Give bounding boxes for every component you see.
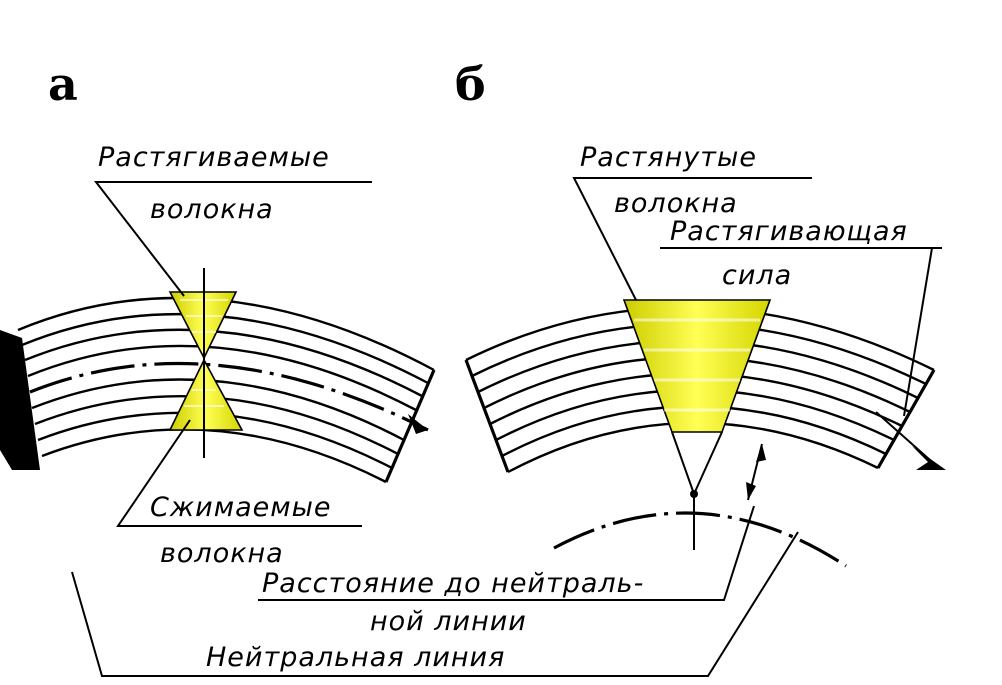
label-stretched-fibers-b-line2: волокна — [614, 188, 738, 219]
label-distance-line1: Расстояние до нейтраль- — [262, 568, 644, 599]
label-stretched-fibers-a-line1: Растягиваемые — [98, 142, 330, 173]
label-compressed-fibers-line2: волокна — [160, 538, 284, 569]
panel-b-stretched-wedge — [622, 299, 772, 550]
leader-stretched-a — [93, 181, 372, 297]
leader-stretched-b — [572, 177, 812, 301]
label-tensile-force-line1: Растягивающая — [670, 216, 908, 247]
label-distance-line2: ной линии — [370, 606, 527, 637]
label-tensile-force-line2: сила — [722, 260, 792, 291]
panel-a-neutral-line — [29, 361, 429, 432]
panel-b-neutral-line — [553, 511, 847, 568]
label-compressed-fibers-line1: Сжимаемые — [150, 492, 332, 523]
distance-dimension — [746, 443, 766, 501]
leader-neutral-line — [71, 531, 799, 677]
label-neutral-line: Нейтральная линия — [206, 642, 505, 673]
panel-b-label: б — [455, 57, 486, 111]
leader-compressed — [116, 419, 362, 527]
panel-a-label: а — [48, 57, 78, 111]
leader-tensile-force — [660, 247, 942, 417]
neutral-point — [690, 490, 698, 498]
label-stretched-fibers-a-line2: волокна — [150, 194, 274, 225]
label-stretched-fibers-b-line1: Растянутые — [580, 142, 757, 173]
leader-distance — [258, 505, 755, 601]
